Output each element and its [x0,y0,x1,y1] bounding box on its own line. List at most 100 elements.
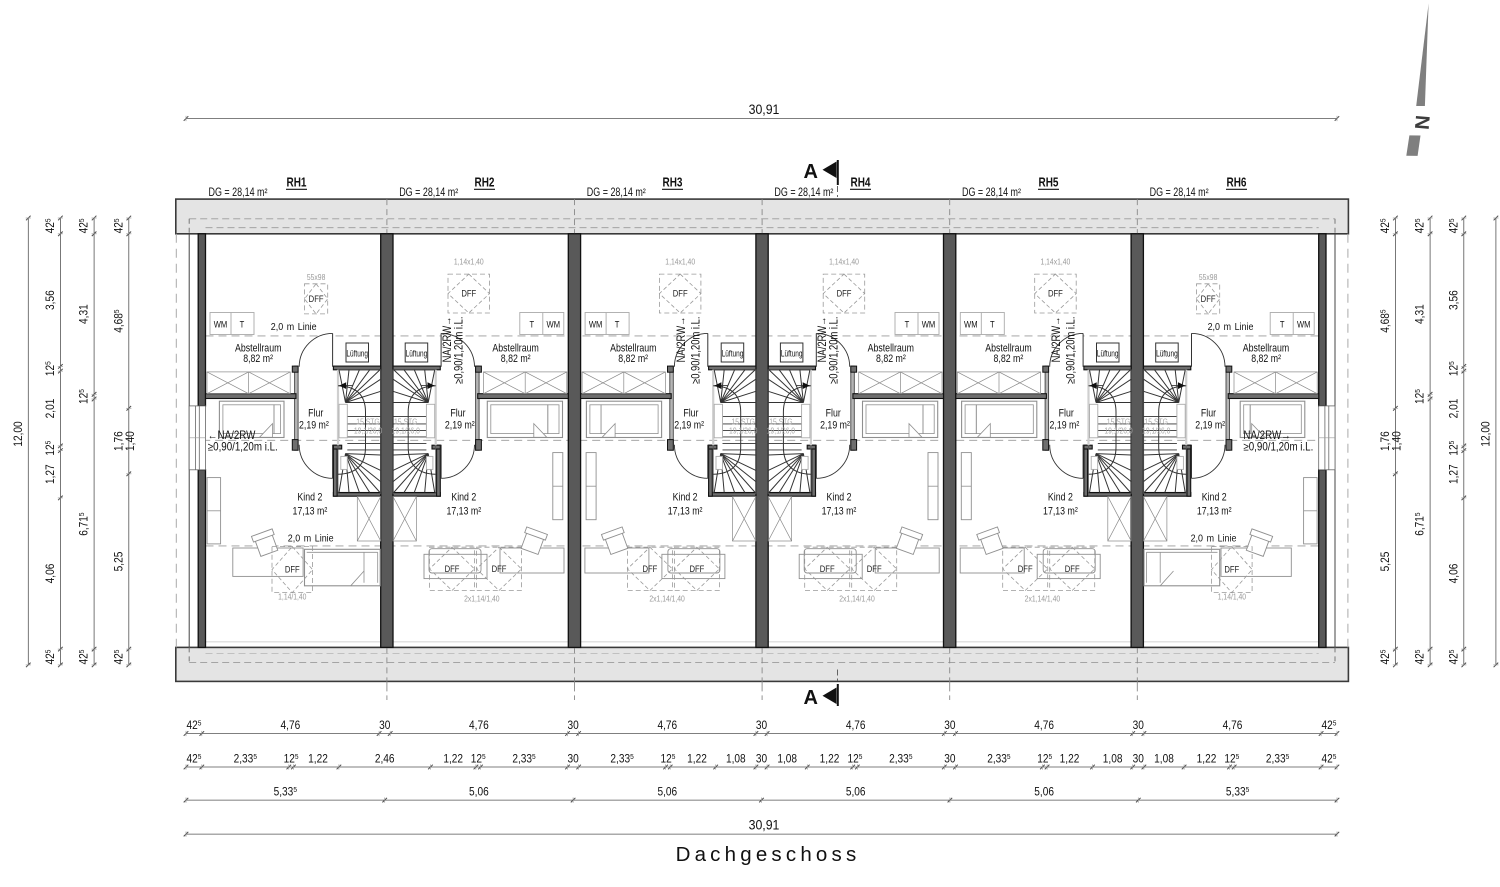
svg-text:Kind 2: Kind 2 [673,492,698,504]
svg-text:Flur: Flur [683,408,699,420]
svg-text:15 STG: 15 STG [732,417,756,427]
svg-text:N: N [1410,114,1433,130]
svg-text:A: A [804,161,818,183]
svg-text:30: 30 [1133,719,1144,732]
svg-text:1,22: 1,22 [308,753,328,766]
svg-text:3,56: 3,56 [44,290,57,310]
svg-text:2x1,14/1,40: 2x1,14/1,40 [1025,594,1060,604]
svg-text:NA/2RW→: NA/2RW→ [1050,317,1063,363]
svg-text:DFF: DFF [1065,563,1080,574]
svg-text:5,06: 5,06 [846,786,866,799]
svg-text:T: T [240,319,245,330]
svg-text:19,1/26,0: 19,1/26,0 [354,426,382,436]
svg-text:17,13 m²: 17,13 m² [1197,505,1232,517]
svg-text:1,27: 1,27 [44,464,57,484]
svg-text:30: 30 [567,719,578,732]
svg-text:425: 425 [78,218,91,233]
svg-text:19,1/26,0: 19,1/26,0 [767,426,795,436]
svg-text:4,76: 4,76 [657,719,677,732]
svg-text:1,22: 1,22 [820,753,840,766]
svg-text:RH2: RH2 [475,177,495,190]
svg-text:T: T [529,319,534,330]
svg-text:30: 30 [944,719,955,732]
svg-text:425: 425 [113,218,126,233]
svg-text:15 STG: 15 STG [394,417,418,427]
svg-text:Lüftung: Lüftung [781,348,803,358]
svg-text:Flur: Flur [1201,408,1217,420]
svg-text:5,06: 5,06 [469,786,489,799]
svg-text:1,14/1,40: 1,14/1,40 [1218,592,1246,602]
svg-text:≥0,90/1,20m i.L.: ≥0,90/1,20m i.L. [690,317,703,384]
svg-text:4,76: 4,76 [846,719,866,732]
svg-text:30: 30 [756,753,767,766]
svg-text:2,46: 2,46 [375,753,395,766]
svg-text:17,13 m²: 17,13 m² [822,505,857,517]
svg-text:19,1/26,0: 19,1/26,0 [1104,426,1132,436]
svg-text:NA/2RW→: NA/2RW→ [675,317,688,363]
svg-text:Abstellraum: Abstellraum [235,343,281,355]
svg-text:≥0,90/1,20m i.L.: ≥0,90/1,20m i.L. [208,441,278,454]
svg-text:125: 125 [1448,361,1461,376]
svg-text:DG = 28,14 m²: DG = 28,14 m² [1150,187,1209,199]
svg-text:30,91: 30,91 [749,101,780,117]
svg-text:DFF: DFF [820,563,835,574]
svg-text:WM: WM [547,319,561,330]
svg-text:5,25: 5,25 [113,552,126,572]
svg-text:2x1,14/1,40: 2x1,14/1,40 [839,594,874,604]
svg-text:2,01: 2,01 [44,399,57,419]
svg-text:2,0 m Linie: 2,0 m Linie [1208,321,1254,333]
svg-text:4,76: 4,76 [469,719,489,732]
svg-text:4,76: 4,76 [1223,719,1243,732]
svg-text:5,335: 5,335 [274,786,297,799]
svg-text:5,335: 5,335 [1226,786,1249,799]
svg-text:2,335: 2,335 [889,753,912,766]
svg-text:15 STG: 15 STG [769,417,793,427]
svg-text:T: T [905,319,910,330]
svg-text:DG = 28,14 m²: DG = 28,14 m² [399,187,458,199]
svg-text:Lüftung: Lüftung [406,348,428,358]
svg-text:55x98: 55x98 [307,272,325,282]
svg-text:425: 425 [186,719,201,732]
svg-text:2,335: 2,335 [987,753,1010,766]
svg-text:2,335: 2,335 [1266,753,1289,766]
svg-text:2,19 m²: 2,19 m² [1049,420,1079,432]
svg-text:RH6: RH6 [1227,177,1247,190]
svg-text:T: T [615,319,620,330]
svg-text:125: 125 [284,753,299,766]
svg-text:Kind 2: Kind 2 [827,492,852,504]
svg-text:4,685: 4,685 [113,309,126,332]
svg-text:Flur: Flur [308,408,324,420]
svg-text:2,19 m²: 2,19 m² [445,420,475,432]
svg-text:1,40: 1,40 [1391,431,1404,451]
svg-text:WM: WM [589,319,603,330]
svg-text:Flur: Flur [450,408,466,420]
svg-text:NA/2RW→: NA/2RW→ [441,317,454,363]
svg-text:Abstellraum: Abstellraum [610,343,656,355]
svg-text:8,82 m²: 8,82 m² [501,353,531,365]
svg-text:425: 425 [44,218,57,233]
svg-text:8,82 m²: 8,82 m² [1251,353,1281,365]
svg-text:NA/2RW→: NA/2RW→ [816,317,829,363]
svg-text:1,27: 1,27 [1448,464,1461,484]
svg-text:425: 425 [1414,218,1427,233]
svg-text:2,335: 2,335 [610,753,633,766]
svg-text:Lüftung: Lüftung [722,348,744,358]
svg-text:125: 125 [1448,441,1461,456]
svg-text:425: 425 [1448,649,1461,664]
svg-text:425: 425 [1379,218,1392,233]
svg-text:15 STG: 15 STG [1145,417,1169,427]
svg-text:19,1/26,0: 19,1/26,0 [729,426,757,436]
svg-text:1,22: 1,22 [1197,753,1217,766]
svg-text:RH3: RH3 [663,177,683,190]
svg-text:Kind 2: Kind 2 [297,492,322,504]
svg-text:DFF: DFF [445,563,460,574]
svg-text:2,01: 2,01 [1448,399,1461,419]
svg-text:1,14x1,40: 1,14x1,40 [829,257,859,267]
svg-text:Kind 2: Kind 2 [1202,492,1227,504]
svg-text:A: A [804,687,818,709]
svg-text:Abstellraum: Abstellraum [1243,343,1289,355]
svg-text:425: 425 [1414,649,1427,664]
svg-text:2,19 m²: 2,19 m² [1195,420,1225,432]
svg-text:1,76: 1,76 [113,431,126,451]
svg-text:Lüftung: Lüftung [346,348,368,358]
